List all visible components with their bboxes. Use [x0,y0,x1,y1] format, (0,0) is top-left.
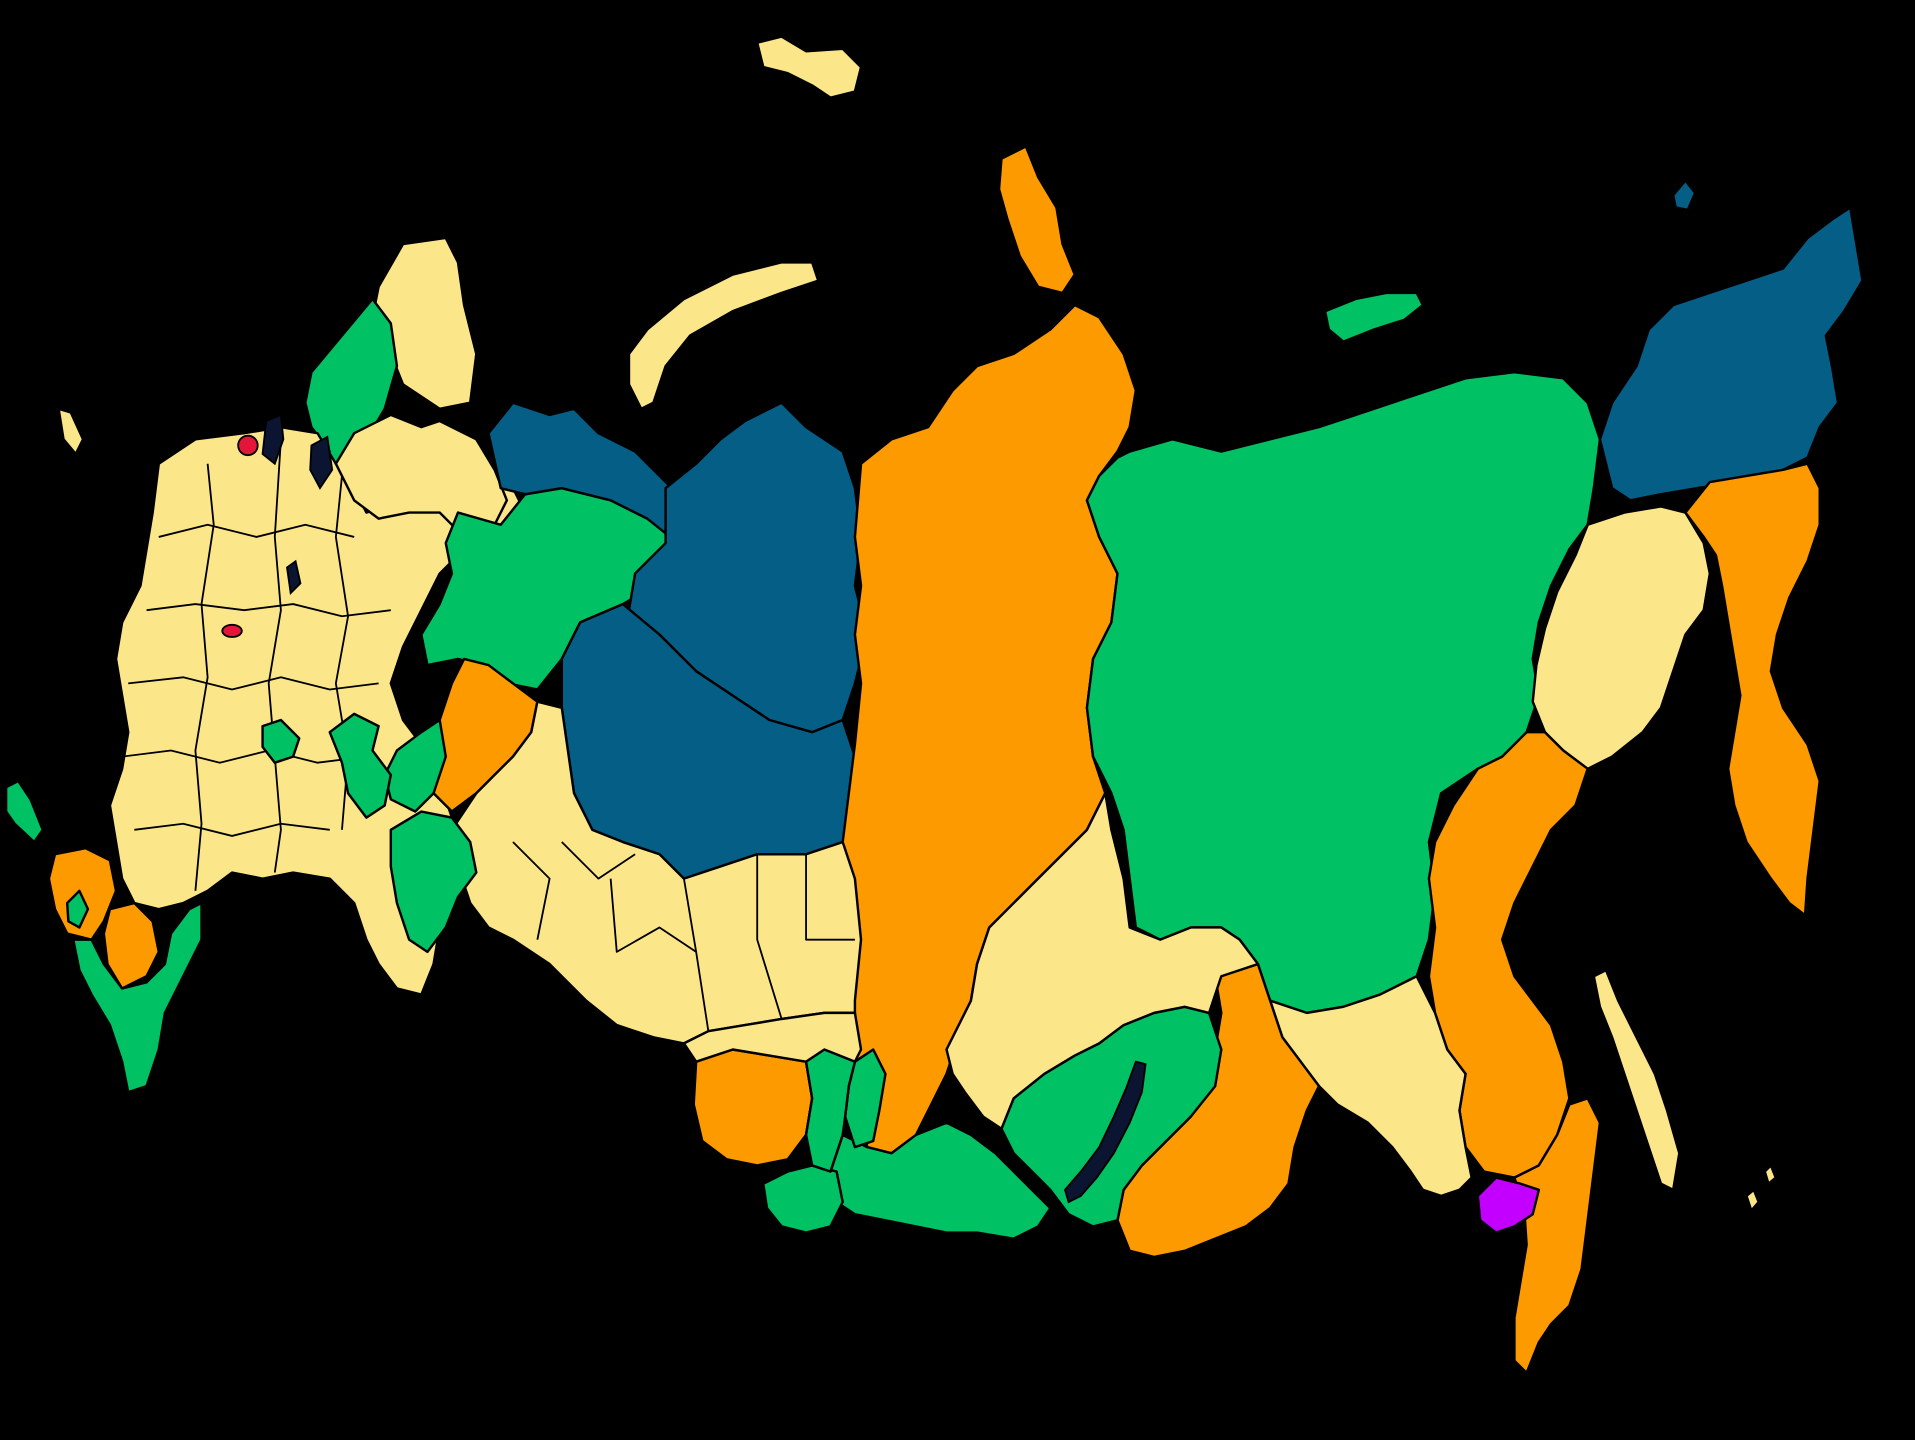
region-krasnodar[interactable] [47,846,118,941]
region-kuril-islands[interactable] [1745,1164,1777,1212]
region-chukotka[interactable] [1598,206,1864,502]
marker-moscow[interactable] [221,623,243,638]
region-irkutsk[interactable] [945,792,1260,1131]
region-chuvashia[interactable] [261,718,301,764]
region-sakhalin[interactable] [1592,968,1681,1192]
border-ural-south [512,841,855,1032]
region-bashkortostan[interactable] [389,810,478,954]
region-adygea[interactable] [65,889,90,929]
border-central-1 [122,523,391,837]
marker-st-petersburg[interactable] [237,434,259,457]
lake-onega [309,435,334,490]
lake-baikal [1063,1060,1147,1204]
region-altai-krai[interactable] [692,1048,814,1167]
region-stavropol[interactable] [102,901,160,990]
region-altai[interactable] [762,1164,844,1234]
region-tuva[interactable] [829,1121,1052,1240]
lake-rybinsk [286,559,302,596]
region-taymyr-north[interactable] [997,145,1076,295]
region-sakha[interactable] [1085,370,1602,1015]
region-franz-josef-land[interactable] [755,35,863,99]
region-wrangel-island[interactable] [1671,179,1697,212]
region-arkhangelsk[interactable] [334,413,509,539]
region-kemerovo[interactable] [804,1048,857,1173]
region-novaya-zemlya[interactable] [627,261,820,411]
region-mordovia[interactable] [328,712,393,819]
region-north-caucasus[interactable] [72,901,203,1094]
region-crimea[interactable] [4,779,44,844]
region-new-siberian-islands[interactable] [1323,291,1425,343]
region-primorye[interactable] [1513,1097,1602,1375]
region-jewish-ao[interactable] [1476,1176,1541,1234]
region-amur[interactable] [1268,975,1473,1198]
region-khabarovsk[interactable] [1427,730,1589,1179]
lake-ladoga [261,413,285,466]
region-kaliningrad[interactable] [57,407,85,456]
region-kamchatka[interactable] [1684,462,1821,917]
